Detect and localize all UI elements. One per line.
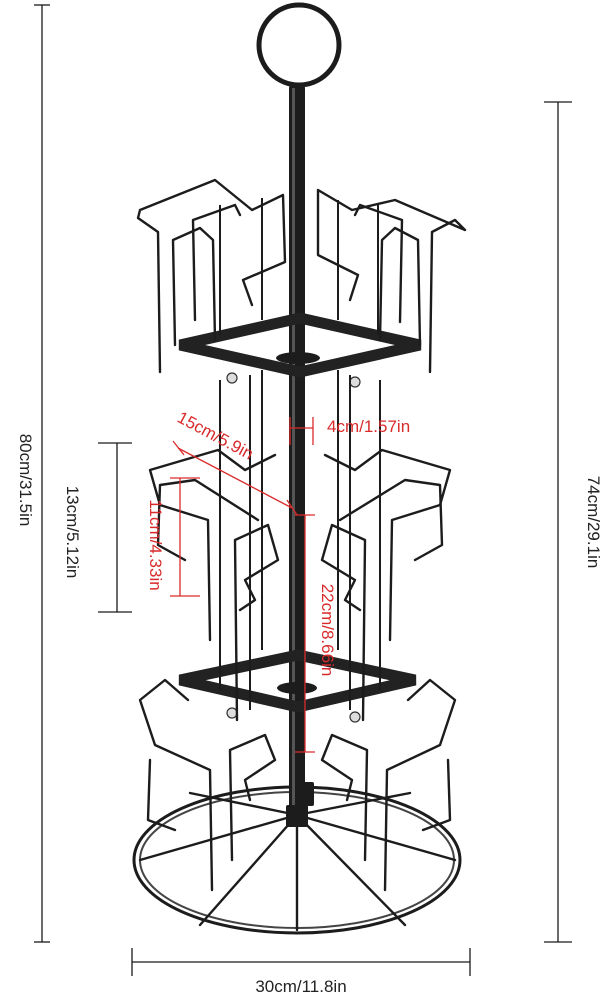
total-height-dimension: 80cm/31.5in — [16, 4, 50, 943]
total-height-label: 80cm/31.5in — [16, 434, 35, 527]
base-width-label: 30cm/11.8in — [255, 977, 346, 996]
pocket-height-label: 13cm/5.12in — [63, 486, 82, 579]
rotating-display-rack — [132, 2, 467, 935]
arm-length-label: 15cm/5.9in — [174, 408, 256, 464]
lower-pockets — [138, 678, 457, 892]
tier-spacing-dimension: 22cm/8.66in — [295, 514, 337, 753]
pocket-height-dimension: 13cm/5.12in — [63, 442, 132, 613]
stand-height-dimension: 74cm/29.1in — [544, 101, 603, 943]
inner-pocket-height-dimension: 11cm/4.33in — [146, 477, 200, 597]
tier-spacing-label: 22cm/8.66in — [318, 584, 337, 677]
pole-gap-label: 4cm/1.57in — [327, 417, 410, 436]
inner-pocket-height-label: 11cm/4.33in — [146, 499, 165, 590]
center-pole — [286, 85, 314, 827]
base-width-dimension: 30cm/11.8in — [131, 948, 471, 996]
lower-tier-frame — [178, 649, 417, 723]
middle-pockets — [148, 370, 452, 722]
stand-height-label: 74cm/29.1in — [584, 476, 603, 569]
upper-pockets — [136, 178, 467, 374]
top-handle-ring — [256, 2, 342, 88]
pole-gap-dimension: 4cm/1.57in — [289, 417, 410, 445]
